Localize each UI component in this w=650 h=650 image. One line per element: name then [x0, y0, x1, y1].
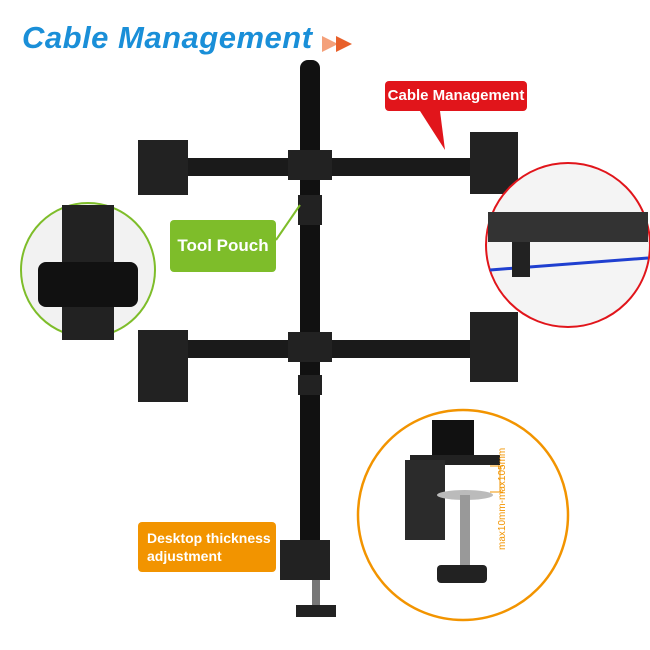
clamp: [280, 540, 330, 580]
vesa-plate: [138, 140, 188, 195]
desktop-thickness-line1: Desktop thickness: [147, 530, 271, 546]
pole: [300, 60, 320, 550]
desktop-thickness-line2: adjustment: [147, 548, 222, 564]
tool-pouch-label: Tool Pouch: [170, 220, 276, 272]
vesa-plate: [470, 132, 518, 194]
cable-management-detail: [485, 162, 650, 328]
vesa-plate: [470, 312, 518, 382]
page-title: Cable Management: [22, 20, 313, 55]
vesa-plate: [138, 330, 188, 402]
arrow-right-icon: [322, 36, 352, 52]
dimension-text: max10mm-max105mm: [497, 447, 508, 550]
cable-management-label: Cable Management: [385, 81, 527, 111]
desktop-thickness-label: Desktop thickness adjustment: [138, 522, 276, 572]
